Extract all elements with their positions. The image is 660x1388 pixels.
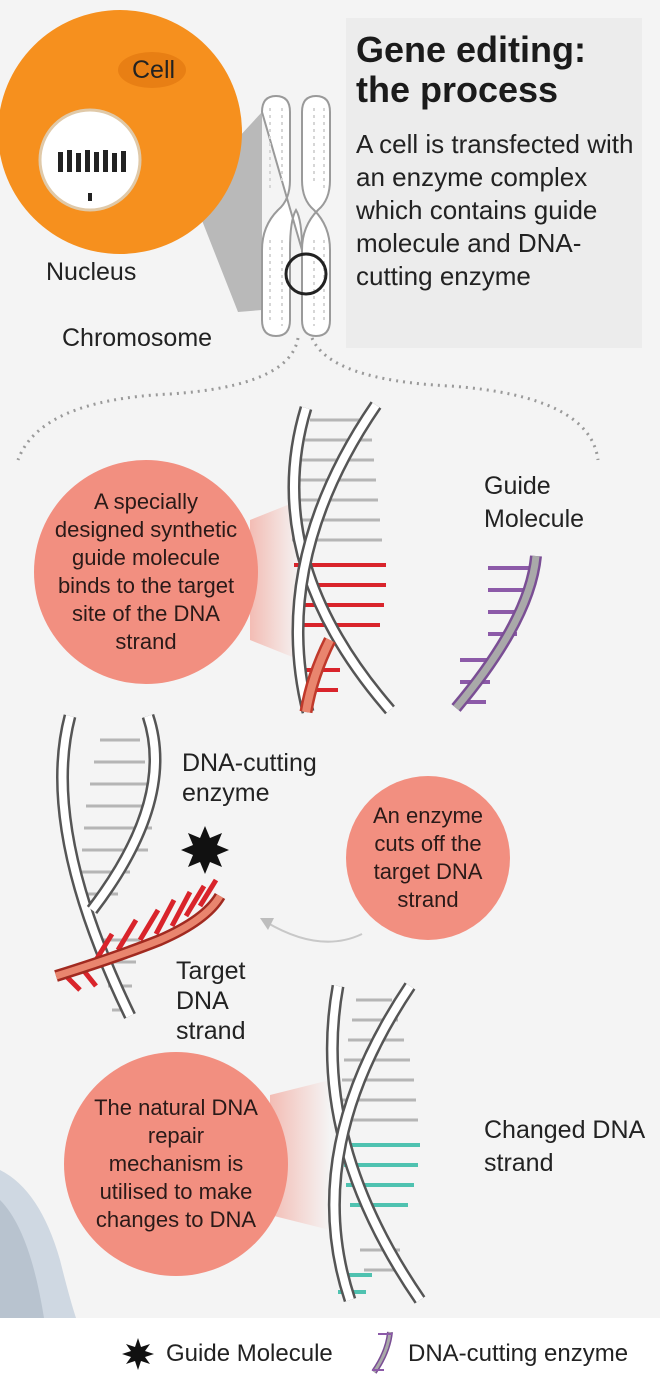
legend: Guide Molecule DNA-cutting enzyme — [0, 1318, 660, 1388]
target-dna-strand-label: Target DNA strand — [176, 957, 246, 1045]
dna-helix-binding — [287, 401, 395, 715]
legend-label-dna-cutting-enzyme: DNA-cutting enzyme — [408, 1340, 629, 1367]
dna-helix-cut — [54, 713, 229, 1019]
cell-label: Cell — [132, 56, 176, 84]
step-bubble-dna-repair: The natural DNA repair mechanism is util… — [64, 1052, 288, 1276]
target-region-marker — [284, 252, 328, 296]
title-panel — [346, 18, 642, 348]
step-text-dna-repair: The natural DNA repair mechanism is util… — [94, 1095, 258, 1232]
legend-label-guide-molecule: Guide Molecule — [166, 1340, 333, 1367]
step-bubble-guide-binding: A specially designed synthetic guide mol… — [34, 460, 258, 684]
star-burst-icon — [122, 1338, 154, 1370]
step-bubble-enzyme-cut: An enzyme cuts off the target DNA strand — [346, 776, 510, 940]
guide-strand-icon — [371, 1331, 393, 1374]
chromosome-label: Chromosome — [62, 324, 213, 352]
nucleus — [38, 108, 142, 212]
chromosome-illustration — [260, 94, 331, 338]
nucleus-label: Nucleus — [46, 258, 137, 286]
cell-illustration — [0, 10, 242, 254]
zoom-wedge — [190, 112, 262, 312]
step-text-enzyme-cut: An enzyme cuts off the target DNA strand — [372, 803, 484, 912]
page-title: Gene editing: the process — [356, 29, 587, 110]
step-text-guide-binding: A specially designed synthetic guide mol… — [54, 489, 238, 654]
guide-molecule-strand — [451, 555, 542, 712]
dna-cutting-enzyme-star — [181, 826, 229, 874]
dna-cutting-enzyme-label: DNA-cutting enzyme — [182, 749, 317, 807]
process-description: A cell is transfected with an enzyme com… — [356, 129, 634, 291]
dna-helix-changed — [325, 982, 426, 1304]
guide-molecule-label: Guide Molecule — [484, 472, 585, 533]
changed-dna-strand-label: Changed DNA strand — [484, 1116, 644, 1177]
